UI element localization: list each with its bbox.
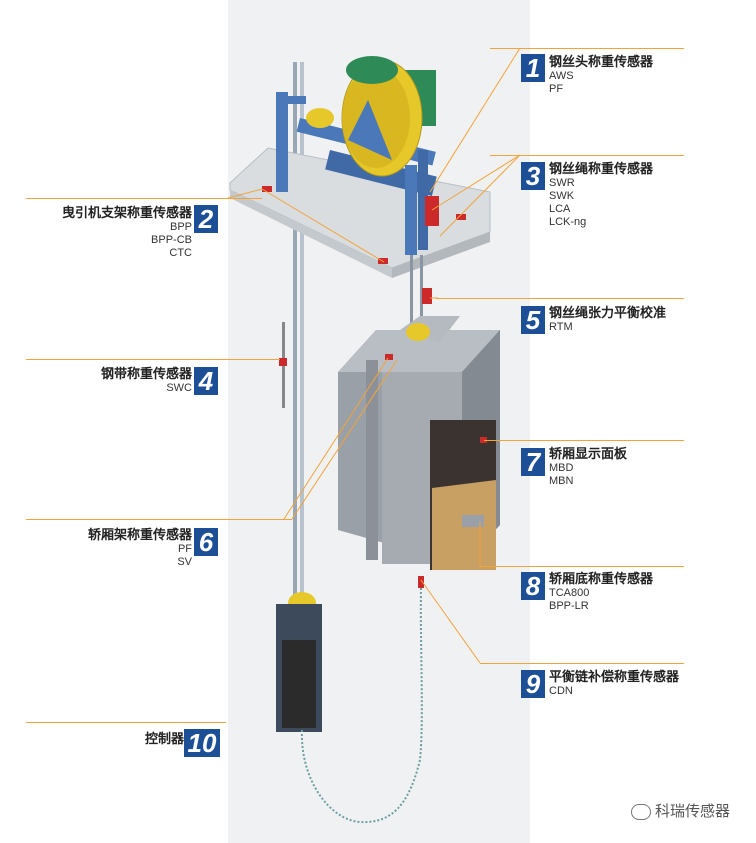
badge-10: 10: [184, 729, 220, 757]
leader-6-diag-b: [291, 359, 398, 520]
callout-10-title: 控制器: [144, 732, 184, 747]
callout-6-code-2: SV: [177, 556, 192, 568]
platform-edge-right: [392, 232, 490, 278]
platform-sensor-3: [456, 214, 466, 220]
callout-2-code-2: BPP-CB: [151, 234, 192, 246]
callout-5-title: 钢丝绳张力平衡校准: [549, 306, 667, 321]
watermark: 科瑞传感器: [630, 800, 730, 821]
callout-1: 钢丝头称重传感器 AWS PF: [549, 55, 653, 96]
watermark-text: 科瑞传感器: [654, 802, 730, 820]
compensation-chain: [300, 587, 423, 824]
callout-10: 控制器: [145, 732, 184, 747]
frame-post-left: [276, 92, 288, 192]
platform-edge: [230, 190, 392, 278]
callout-3-code-3: LCA: [549, 203, 571, 215]
callout-2-code-3: CTC: [169, 247, 192, 259]
rope-left-a: [293, 62, 297, 602]
callout-1-code-2: PF: [549, 83, 564, 95]
callout-4: 钢带称重传感器 SWC: [101, 367, 192, 395]
leader-3-diag-a: [431, 154, 521, 211]
leader-6: [26, 519, 292, 520]
callout-3: 钢丝绳称重传感器 SWR SWK LCA LCK-ng: [549, 162, 653, 229]
chain-sensor: [418, 576, 424, 588]
callout-6: 轿厢架称重传感器 PF SV: [88, 528, 192, 569]
leader-9-diag: [420, 579, 481, 664]
leader-6-diag-a: [283, 357, 389, 520]
leader-10: [26, 722, 226, 723]
callout-2-title: 曳引机支架称重传感器: [61, 206, 192, 221]
counterweight-block: [282, 640, 316, 728]
leader-3-diag-b: [439, 154, 521, 237]
callout-3-code-1: SWR: [549, 177, 575, 189]
badge-6: 6: [194, 528, 218, 556]
badge-1: 1: [521, 54, 545, 82]
deflector-pulley: [306, 108, 334, 128]
car-frame-post: [366, 360, 378, 560]
rope-left-b: [300, 62, 304, 602]
callout-1-code-1: AWS: [549, 70, 574, 82]
callout-7: 轿厢显示面板 MBD MBN: [549, 447, 627, 488]
callout-9-title: 平衡链补偿称重传感器: [549, 670, 680, 685]
leader-2: [26, 198, 262, 199]
car-rope-b: [420, 255, 423, 325]
car-top: [338, 330, 500, 372]
leader-7: [484, 440, 684, 441]
callout-5: 钢丝绳张力平衡校准 RTM: [549, 306, 666, 334]
badge-2: 2: [194, 205, 218, 233]
leader-4: [26, 359, 280, 360]
car-pulley: [406, 323, 430, 341]
callout-1-title: 钢丝头称重传感器: [549, 55, 654, 70]
badge-3: 3: [521, 162, 545, 190]
badge-8: 8: [521, 572, 545, 600]
belt-sensor: [279, 358, 287, 366]
badge-5: 5: [521, 306, 545, 334]
display-panel-marker: [480, 437, 487, 443]
leader-2-diag-a: [227, 188, 263, 199]
leader-1-diag: [429, 47, 521, 193]
callout-8-title: 轿厢底称重传感器: [549, 572, 654, 587]
callout-8-code-2: BPP-LR: [549, 600, 589, 612]
wechat-icon: [630, 803, 651, 820]
callout-9: 平衡链补偿称重传感器 CDN: [549, 670, 679, 698]
callout-5-code-1: RTM: [549, 321, 573, 333]
callout-3-code-2: SWK: [549, 190, 575, 202]
leader-8: [480, 566, 684, 567]
callout-2-code-1: BPP: [169, 221, 192, 233]
callout-8-code-1: TCA800: [549, 587, 590, 599]
tension-sensor: [422, 288, 432, 304]
callout-8: 轿厢底称重传感器 TCA800 BPP-LR: [549, 572, 653, 613]
callout-7-code-2: MBN: [549, 475, 574, 487]
leader-5: [436, 298, 684, 299]
callout-4-title: 钢带称重传感器: [100, 367, 192, 382]
badge-4: 4: [194, 367, 218, 395]
callout-7-title: 轿厢显示面板: [549, 447, 628, 462]
floor-sensor: [462, 515, 484, 527]
rope-sensor-3: [425, 196, 439, 226]
callout-6-code-1: PF: [177, 543, 192, 555]
frame-post-right-b: [418, 150, 428, 250]
frame-top-left: [288, 96, 306, 104]
frame-post-right: [405, 165, 417, 255]
callout-6-title: 轿厢架称重传感器: [87, 528, 192, 543]
car-crosshead: [400, 316, 460, 342]
callout-7-code-1: MBD: [549, 462, 574, 474]
leader-9: [480, 663, 684, 664]
badge-7: 7: [521, 448, 545, 476]
callout-2: 曳引机支架称重传感器 BPP BPP-CB CTC: [62, 206, 192, 260]
leader-1: [490, 48, 684, 49]
sheave-support: [348, 100, 392, 160]
motor-cap: [346, 56, 398, 84]
callout-9-code-1: CDN: [549, 685, 573, 697]
badge-9: 9: [521, 670, 545, 698]
callout-3-title: 钢丝绳称重传感器: [549, 162, 654, 177]
car-frame-sensor: [385, 354, 393, 360]
leader-2-diag-b: [261, 188, 385, 263]
platform-sensor-1: [262, 186, 272, 192]
callout-4-code-1: SWC: [166, 382, 192, 394]
car-rope-a: [410, 255, 413, 325]
leader-3: [490, 155, 684, 156]
callout-3-code-4: LCK-ng: [549, 216, 587, 228]
